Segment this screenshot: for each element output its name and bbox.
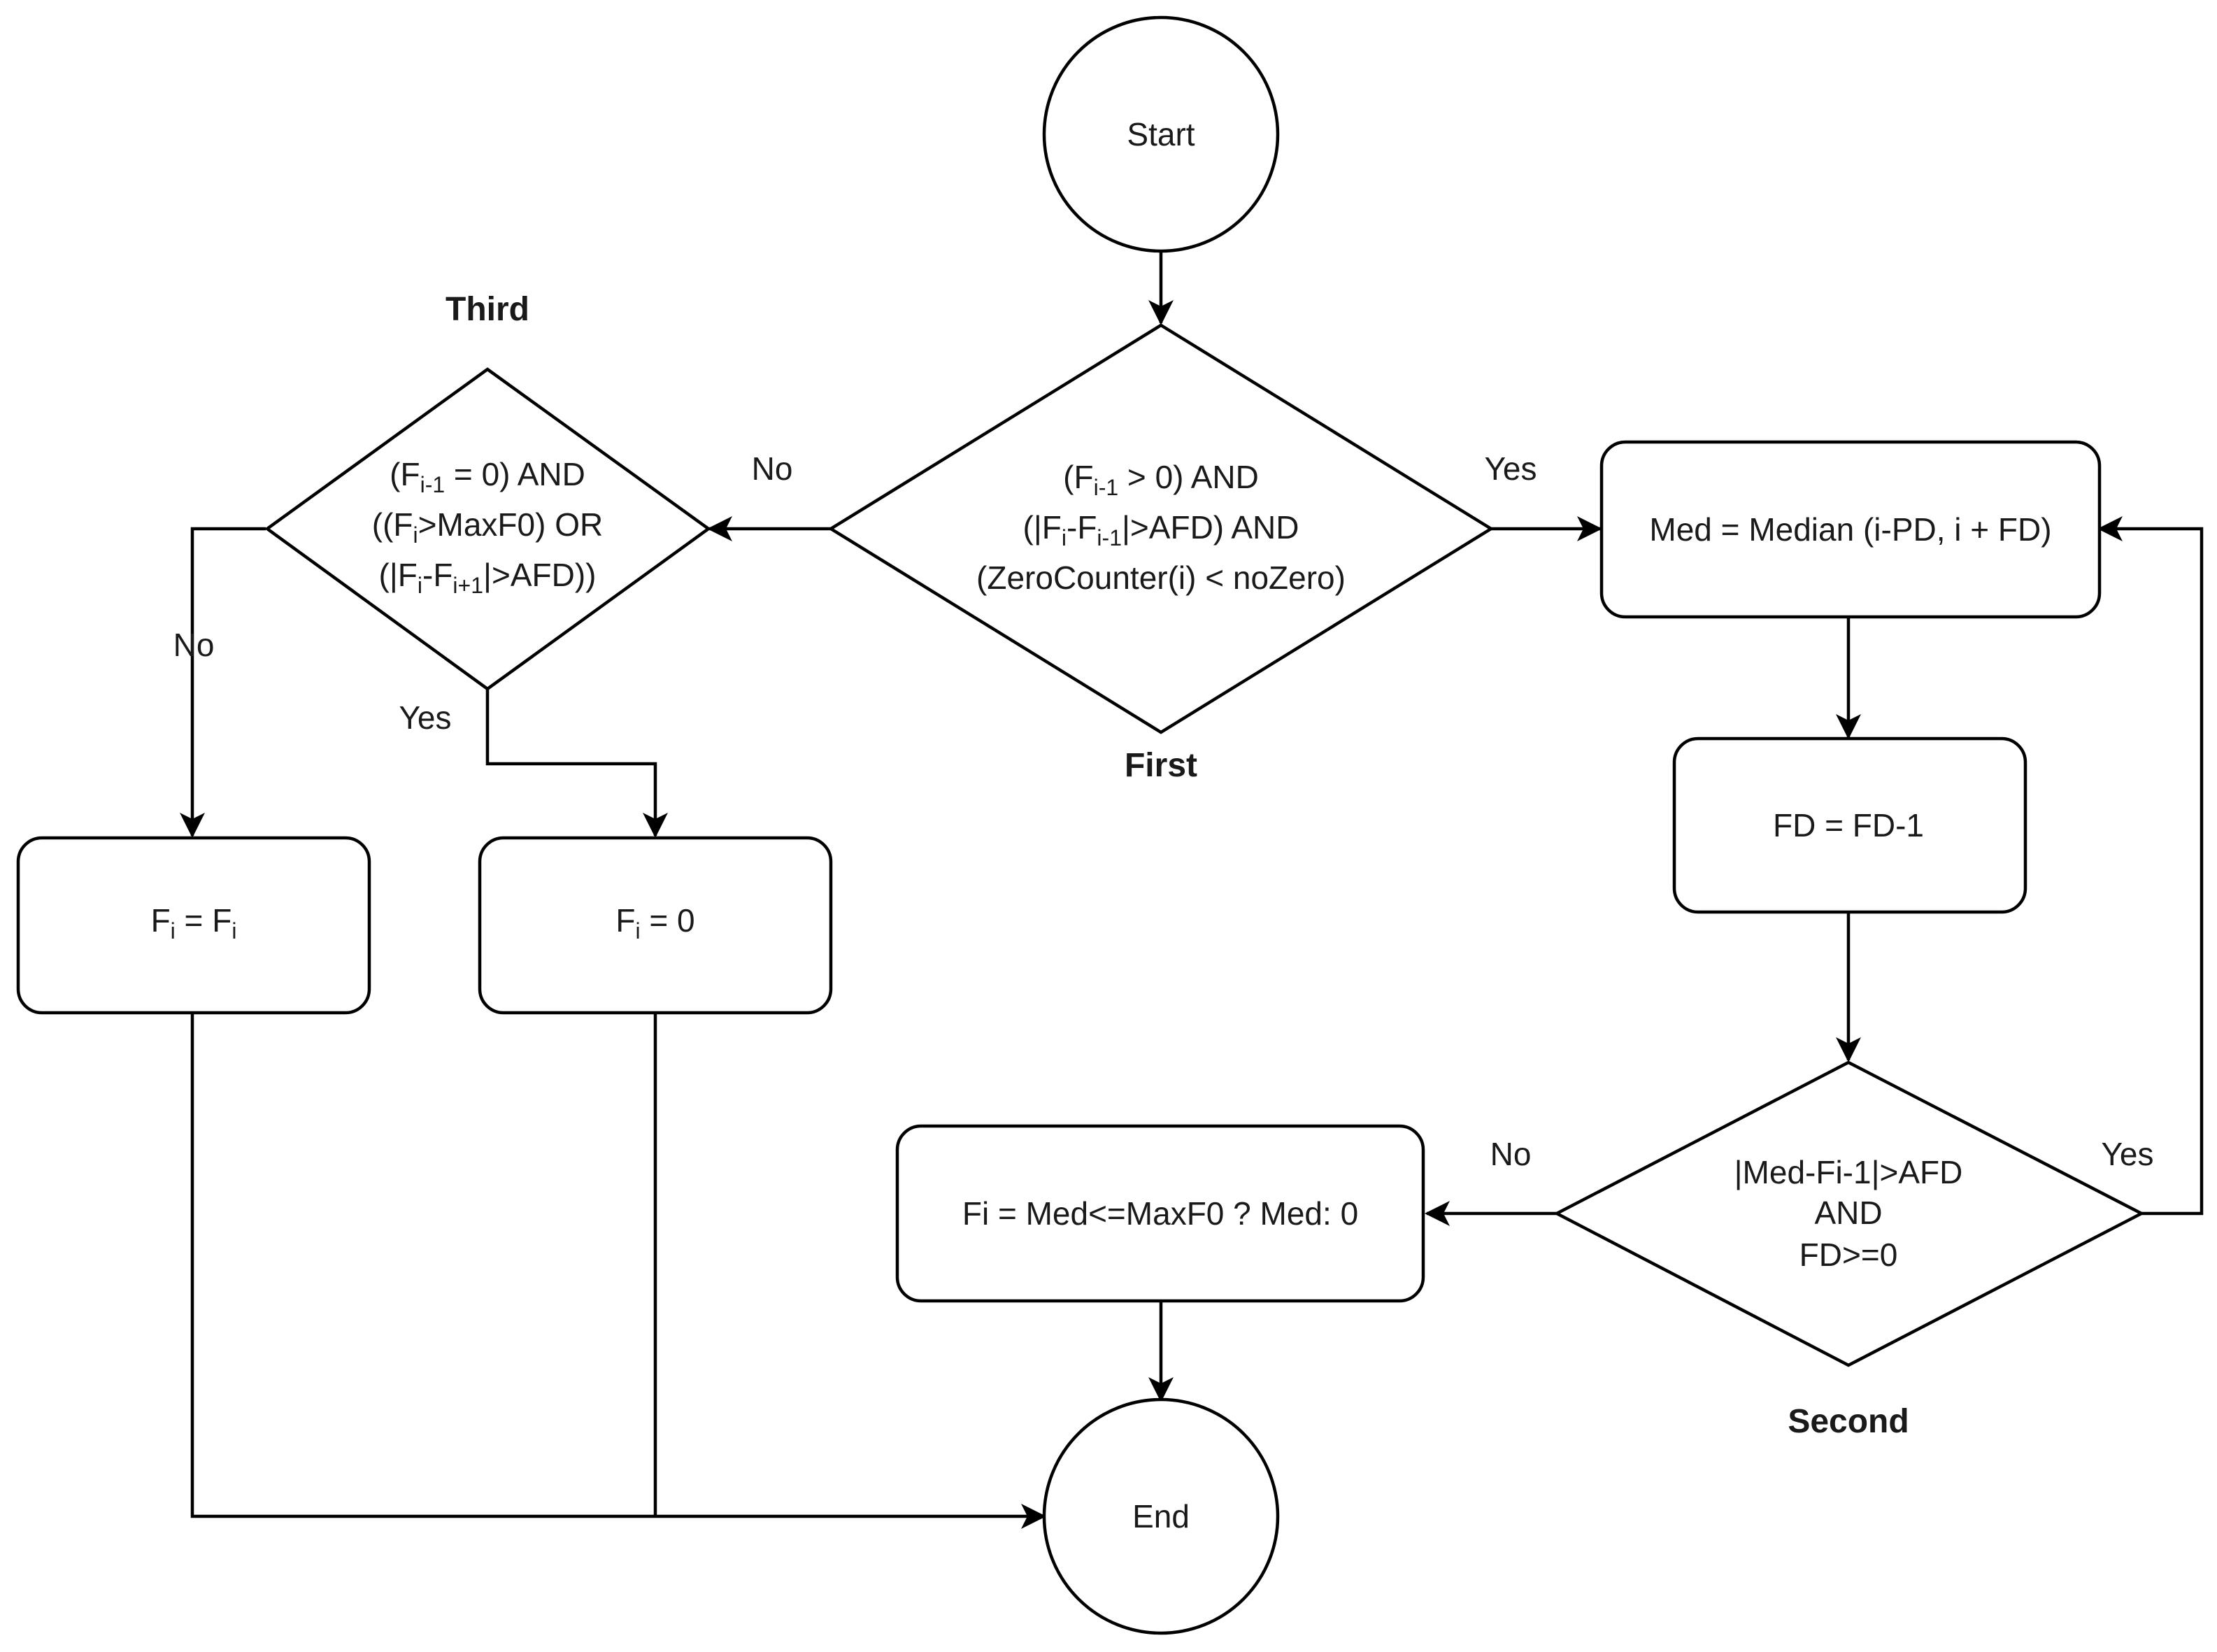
first-yes-label: Yes — [1484, 450, 1537, 487]
start-label: Start — [1127, 116, 1195, 152]
third-no-label: No — [173, 627, 215, 663]
fi-keep-box: Fi = Fi — [16, 836, 371, 1015]
fi-zero-label: Fi = 0 — [615, 902, 694, 944]
edge-fi-keep-to-end — [190, 1012, 1046, 1529]
edge-second-yes-to-med — [2097, 516, 2204, 1216]
end-label: End — [1132, 1498, 1190, 1534]
second-condition-line3: FD>=0 — [1799, 1237, 1898, 1273]
end-node: End — [1042, 1397, 1280, 1635]
fi-keep-label: Fi = Fi — [151, 902, 237, 944]
third-condition-line2: ((Fi>MaxF0) OR — [372, 506, 603, 548]
first-condition-line1: (Fi-1 > 0) AND — [1063, 459, 1259, 500]
first-no-label: No — [752, 450, 793, 487]
fi-zero-box: Fi = 0 — [478, 836, 833, 1015]
second-title: Second — [1788, 1403, 1909, 1440]
edges — [180, 252, 2204, 1529]
fd-decrement-label: FD = FD-1 — [1773, 807, 1924, 843]
third-yes-label: Yes — [399, 699, 451, 736]
third-title: Third — [445, 291, 529, 328]
first-condition-line2: (|Fi-Fi-1|>AFD) AND — [1023, 509, 1299, 550]
first-title: First — [1125, 747, 1197, 784]
second-decision: |Med-Fi-1|>AFD AND FD>=0 — [1553, 1060, 2145, 1367]
edge-third-no-to-fi-keep — [180, 527, 266, 838]
third-condition-line3: (|Fi-Fi+1|>AFD)) — [379, 557, 597, 598]
second-condition-line2: AND — [1814, 1195, 1882, 1231]
first-decision: (Fi-1 > 0) AND (|Fi-Fi-1|>AFD) AND (Zero… — [827, 323, 1495, 734]
second-no-label: No — [1490, 1136, 1532, 1172]
fd-decrement-box: FD = FD-1 — [1672, 736, 2027, 914]
fi-median-label: Fi = Med<=MaxF0 ? Med: 0 — [962, 1195, 1358, 1232]
edge-third-yes-to-fi-zero — [485, 689, 668, 838]
third-condition-line1: (Fi-1 = 0) AND — [390, 456, 585, 497]
median-process-box: Med = Median (i-PD, i + FD) — [1599, 440, 2102, 619]
second-yes-label: Yes — [2101, 1136, 2153, 1172]
fi-median-box: Fi = Med<=MaxF0 ? Med: 0 — [895, 1124, 1425, 1303]
third-decision: (Fi-1 = 0) AND ((Fi>MaxF0) OR (|Fi-Fi+1|… — [264, 367, 711, 691]
first-condition-line3: (ZeroCounter(i) < noZero) — [976, 560, 1346, 596]
second-condition-line1: |Med-Fi-1|>AFD — [1734, 1154, 1963, 1190]
median-process-label: Med = Median (i-PD, i + FD) — [1649, 511, 2051, 548]
start-node: Start — [1042, 15, 1280, 253]
